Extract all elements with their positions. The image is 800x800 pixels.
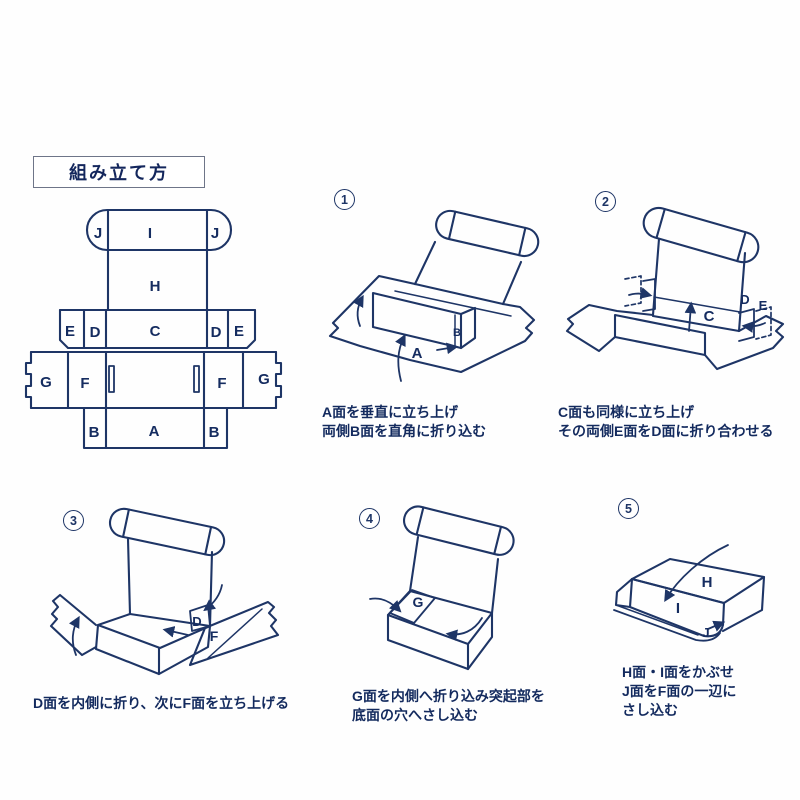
step-2-drawing (565, 206, 785, 371)
fold-arrow-j (707, 620, 726, 632)
step-3-caption: D面を内側に折り、次にF面を立ち上げる (33, 694, 289, 713)
fold-arrow-inner (162, 626, 189, 638)
label-i: I (676, 600, 680, 617)
fold-arrow-left-up (68, 615, 80, 656)
handle-capsule (435, 209, 540, 258)
handle-capsule (403, 505, 515, 556)
panel-label-b-left: B (89, 424, 100, 441)
label-g: G (413, 594, 424, 610)
flap-d-right (738, 308, 755, 342)
label-j: J (702, 625, 709, 640)
panel-a-standing (371, 291, 463, 350)
fold-arrow-up (395, 333, 406, 382)
step-3-drawing (49, 507, 280, 676)
panel-label-i: I (148, 225, 152, 242)
caption-line: A面を垂直に立ち上げ (322, 404, 459, 420)
front-lip (613, 609, 721, 642)
flap-d-left (642, 278, 656, 312)
step-4-drawing (369, 505, 515, 671)
fold-arrow-d-left (628, 287, 653, 299)
flap-f-open (188, 600, 280, 667)
panel-b-flap (459, 306, 477, 350)
handle-capsule (108, 507, 226, 557)
step-1-illustration: A B (328, 209, 540, 382)
panel-label-c: C (150, 323, 161, 340)
step-4-caption: G面を内側へ折り込み突起部を 底面の穴へさし込む (352, 687, 545, 725)
flap-e-left-dashed (624, 275, 642, 307)
fold-arrow-inner (445, 617, 483, 642)
label-b: B (453, 327, 461, 339)
panel-label-f-right: F (217, 375, 226, 392)
step-3-number: 3 (63, 510, 84, 531)
fold-arrow-d (203, 584, 223, 612)
panel-label-d-right: D (211, 324, 222, 341)
fold-arrow-up (684, 301, 697, 332)
template-outline (24, 208, 283, 450)
panel-label-g-left: G (40, 374, 52, 391)
closed-box-right (721, 575, 766, 633)
flap-g-open (49, 593, 98, 657)
base-slot-left (108, 365, 115, 393)
step-5-caption: H面・I面をかぶせ J面をF面の一辺に さし込む (622, 663, 736, 720)
step-2-illustration: C D E (565, 206, 785, 371)
caption-line: 底面の穴へさし込む (352, 707, 478, 723)
fold-arrow-left (352, 294, 364, 327)
page-title: 組み立て方 (69, 163, 169, 183)
panel-label-g-right: G (258, 371, 270, 388)
step-1-caption: A面を垂直に立ち上げ 両側B面を直角に折り込む (322, 403, 486, 441)
base-slot-right (193, 365, 200, 393)
panel-label-j-right: J (211, 225, 219, 242)
step-5-illustration: H I J (613, 544, 766, 642)
fold-arrow-lid (664, 544, 729, 603)
caption-line: 両側B面を直角に折り込む (322, 423, 487, 439)
panel-label-j-left: J (94, 225, 102, 242)
label-e: E (759, 298, 768, 313)
caption-line: D面を内側に折り、次にF面を立ち上げる (33, 695, 290, 711)
step-5-number: 5 (618, 498, 639, 519)
panel-label-a: A (149, 423, 160, 440)
step-2-caption: C面も同様に立ち上げ その両側E面をD面に折り合わせる (558, 403, 773, 441)
caption-line: H面・I面をかぶせ (622, 664, 734, 680)
step-4-illustration: G (369, 505, 515, 671)
label-h: H (702, 574, 713, 591)
step-2-number: 2 (595, 191, 616, 212)
panel-label-h: H (150, 278, 161, 295)
step-1-number: 1 (334, 189, 355, 210)
closed-box-left-bevel (614, 577, 634, 609)
label-d: D (192, 614, 201, 629)
label-d: D (740, 292, 749, 307)
caption-line: C面も同様に立ち上げ (558, 404, 695, 420)
step-4-number: 4 (359, 508, 380, 529)
label-f: F (210, 628, 219, 644)
flap-e-right-dashed (755, 306, 772, 340)
step-5-drawing (613, 544, 766, 642)
panel-label-f-left: F (80, 375, 89, 392)
fold-arrow-g (369, 597, 402, 613)
panel-label-d-left: D (90, 324, 101, 341)
caption-line: さし込む (622, 702, 678, 718)
fold-arrow-b (436, 342, 459, 355)
step-1-drawing (328, 209, 540, 382)
panel-label-e-right: E (234, 323, 244, 340)
title-box: 組み立て方 (33, 156, 205, 188)
caption-line: G面を内側へ折り込み突起部を (352, 688, 545, 704)
flat-template-diagram: J I J H E D C D E G F F G B A B (24, 208, 283, 450)
step-3-illustration: D F (49, 507, 280, 676)
caption-line: J面をF面の一辺に (622, 683, 737, 699)
handle-capsule (642, 206, 760, 264)
fold-arrow-d-right (741, 321, 766, 333)
panel-label-b-right: B (209, 424, 220, 441)
caption-line: その両側E面をD面に折り合わせる (558, 423, 774, 439)
panel-label-e-left: E (65, 323, 75, 340)
label-a: A (412, 345, 423, 362)
flap-g-folding (389, 589, 436, 624)
label-c: C (704, 308, 715, 325)
